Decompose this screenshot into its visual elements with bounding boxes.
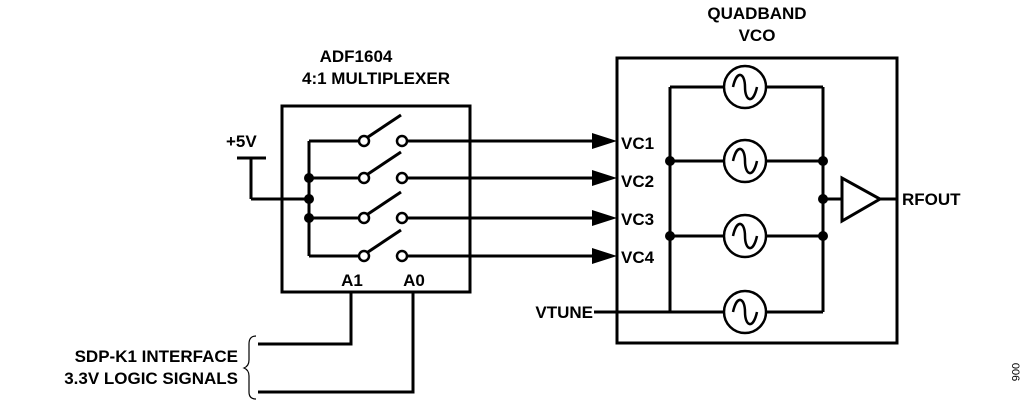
- switch-blade: [367, 150, 402, 176]
- brace-icon: [242, 335, 257, 400]
- arrow-head-icon: [592, 210, 617, 226]
- switch-3: [309, 190, 409, 225]
- vco-title-line2: VCO: [739, 26, 776, 45]
- sine-wave-glyph: [731, 147, 759, 175]
- switch-1: [309, 113, 409, 148]
- junction-dot: [665, 231, 675, 241]
- switch-group: [309, 113, 409, 263]
- control-arrow-2: [407, 170, 617, 186]
- switch-contact: [357, 171, 371, 185]
- oscillator-2: [670, 138, 823, 184]
- buffer-amplifier-icon: [840, 175, 884, 224]
- switch-blade: [367, 190, 402, 216]
- switch-contact: [357, 249, 371, 263]
- figure-id: 006: [1009, 363, 1021, 381]
- arrow-head-icon: [592, 133, 617, 149]
- arrow-head-icon: [592, 170, 617, 186]
- switch-blade: [367, 113, 402, 139]
- oscillator-group: [670, 64, 823, 335]
- oscillator-1: [670, 64, 823, 110]
- switch-contact: [357, 134, 371, 148]
- interface-line1: SDP-K1 INTERFACE: [75, 347, 238, 366]
- switch-contact: [395, 171, 409, 185]
- a0-wire: [258, 292, 415, 394]
- switch-blade: [367, 228, 402, 254]
- arrow-head-icon: [592, 248, 617, 264]
- vc4-label: VC4: [621, 248, 655, 267]
- control-lines: [407, 133, 617, 264]
- oscillator-3: [670, 213, 823, 259]
- mux-title-line1: ADF1604: [320, 47, 393, 66]
- pin-a1-label: A1: [341, 271, 363, 290]
- control-arrow-1: [407, 133, 617, 149]
- control-arrow-4: [407, 248, 617, 264]
- switch-4: [309, 228, 409, 263]
- mux-title-line2: 4:1 MULTIPLEXER: [302, 69, 450, 88]
- junction-dot: [665, 156, 675, 166]
- a1-wire: [258, 292, 353, 346]
- rfout-label: RFOUT: [902, 190, 961, 209]
- switch-contact: [395, 134, 409, 148]
- switch-contact: [395, 211, 409, 225]
- junction-dot: [304, 194, 314, 204]
- vtune-label: VTUNE: [535, 303, 593, 322]
- vco-title-line1: QUADBAND: [707, 4, 806, 23]
- switch-contact: [395, 249, 409, 263]
- switch-2: [309, 150, 409, 185]
- junction-dot: [818, 231, 828, 241]
- control-arrow-3: [407, 210, 617, 226]
- interface-line2: 3.3V LOGIC SIGNALS: [64, 369, 238, 388]
- vc2-label: VC2: [621, 172, 654, 191]
- sine-wave-glyph: [731, 73, 759, 101]
- vc3-label: VC3: [621, 210, 654, 229]
- vc1-label: VC1: [621, 134, 654, 153]
- pin-a0-label: A0: [403, 271, 425, 290]
- supply-label: +5V: [226, 132, 257, 151]
- switch-contact: [357, 211, 371, 225]
- sine-wave-glyph: [731, 298, 759, 326]
- sine-wave-glyph: [731, 222, 759, 250]
- junction-dot: [818, 156, 828, 166]
- supply-symbol: [237, 156, 309, 201]
- oscillator-4: [670, 289, 823, 335]
